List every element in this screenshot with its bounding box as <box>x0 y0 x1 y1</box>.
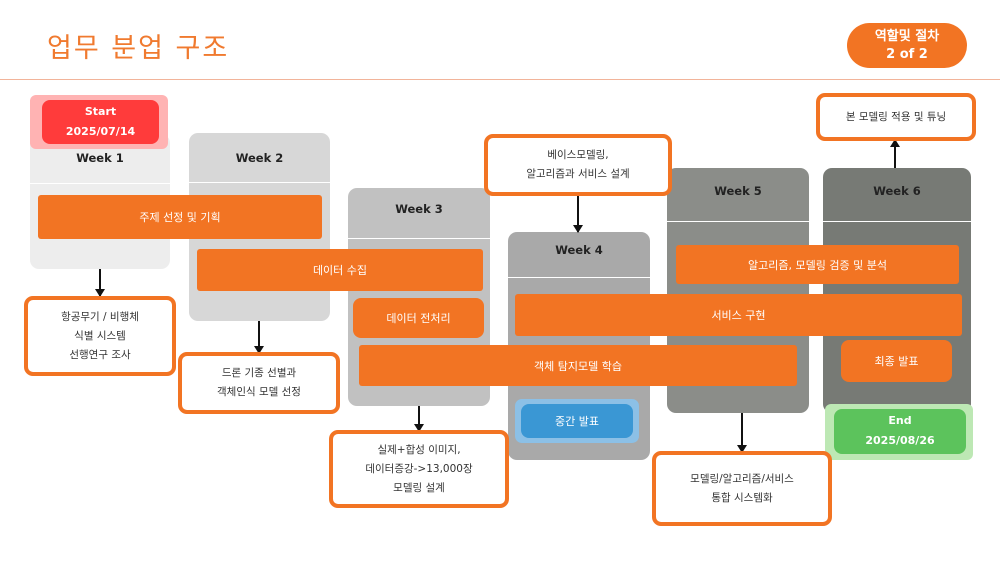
note-line: 데이터증강->13,000장 <box>365 462 473 475</box>
note-line: 모델링 설계 <box>393 481 445 494</box>
start-date: 2025/07/14 <box>65 125 136 138</box>
week-divider <box>508 277 650 278</box>
end-milestone: End 2025/08/26 <box>825 404 973 460</box>
week-label: Week 4 <box>555 243 603 257</box>
start-milestone: Start 2025/07/14 <box>30 95 168 149</box>
note-week2: 드론 기종 선별과 객체인식 모델 선정 <box>178 352 340 414</box>
note-line: 식별 시스템 <box>74 329 126 342</box>
note-line: 객체인식 모델 선정 <box>217 386 301 398</box>
note-week1: 항공무기 / 비행체 식별 시스템 선행연구 조사 <box>24 296 176 376</box>
task-verification-analysis: 알고리즘, 모델링 검증 및 분석 <box>676 245 959 284</box>
task-topic-planning: 주제 선정 및 기획 <box>38 195 322 239</box>
note-line: 항공무기 / 비행체 <box>61 310 139 323</box>
note-week3: 실제+합성 이미지, 데이터증강->13,000장 모델링 설계 <box>329 430 509 508</box>
arrow-week2-down <box>254 321 264 354</box>
week-divider <box>30 183 170 184</box>
week-divider <box>348 238 490 239</box>
page-title: 업무 분업 구조 <box>47 33 230 64</box>
end-title: End <box>888 414 912 427</box>
note-line: 통합 시스템화 <box>711 491 773 504</box>
task-midterm-presentation: 중간 발표 <box>521 404 633 438</box>
week-divider <box>823 221 971 222</box>
note-line: 선행연구 조사 <box>69 348 131 361</box>
task-data-preprocessing: 데이터 전처리 <box>353 298 484 338</box>
note-line: 알고리즘과 서비스 설계 <box>526 168 630 180</box>
section-badge: 역할및 절차 2 of 2 <box>847 23 967 68</box>
week-label: Week 5 <box>714 184 762 198</box>
week-divider <box>189 182 330 183</box>
note-line: 드론 기종 선별과 <box>221 367 297 379</box>
header-divider <box>0 79 1000 80</box>
note-line: 모델링/알고리즘/서비스 <box>690 472 794 485</box>
arrow-week5-down <box>737 413 747 453</box>
badge-title: 역할및 절차 <box>874 29 940 44</box>
midterm-container: 중간 발표 <box>515 399 639 443</box>
task-model-training: 객체 탐지모델 학습 <box>359 345 797 386</box>
arrow-week1-down <box>95 269 105 297</box>
note-week4: 베이스모델링, 알고리즘과 서비스 설계 <box>484 134 672 196</box>
end-pill: End 2025/08/26 <box>834 409 966 454</box>
note-line: 베이스모델링, <box>547 149 609 161</box>
note-week6: 본 모델링 적용 및 튜닝 <box>816 93 976 141</box>
week-label: Week 2 <box>235 151 284 165</box>
start-pill: Start 2025/07/14 <box>42 100 159 144</box>
task-data-collection: 데이터 수집 <box>197 249 483 291</box>
week-label: Week 1 <box>76 151 124 165</box>
arrow-week6-up <box>890 139 900 168</box>
note-line: 본 모델링 적용 및 튜닝 <box>845 110 947 123</box>
badge-page: 2 of 2 <box>886 47 928 62</box>
end-date: 2025/08/26 <box>865 434 935 447</box>
start-title: Start <box>84 105 117 118</box>
week-label: Week 6 <box>873 184 921 198</box>
task-final-presentation: 최종 발표 <box>841 340 952 382</box>
week-label: Week 3 <box>395 202 443 216</box>
note-line: 실제+합성 이미지, <box>377 443 461 456</box>
arrow-week4-down <box>573 194 583 233</box>
arrow-week3-down <box>414 406 424 432</box>
note-week5: 모델링/알고리즘/서비스 통합 시스템화 <box>652 451 832 526</box>
task-service-implementation: 서비스 구현 <box>515 294 962 336</box>
week-divider <box>667 221 809 222</box>
